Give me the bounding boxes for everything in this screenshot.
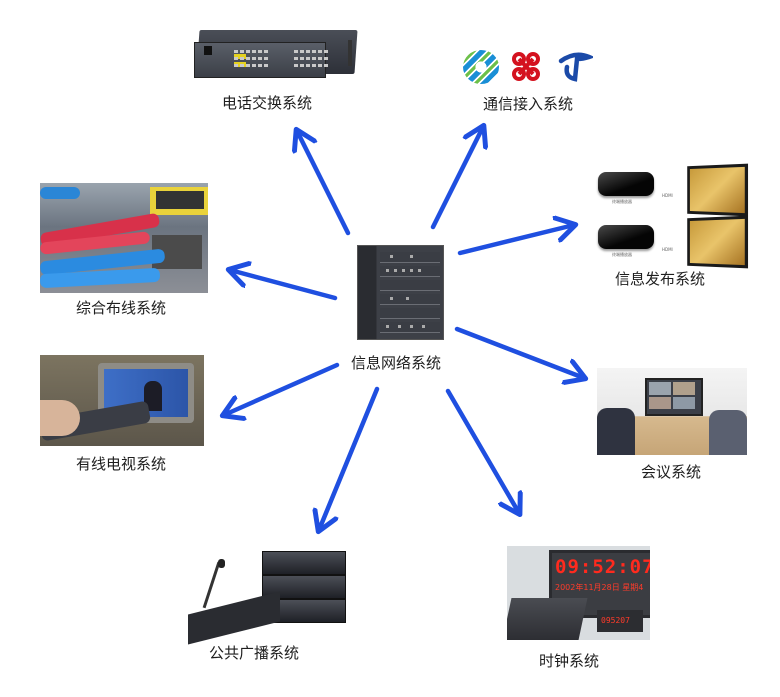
node-label: 通信接入系统 (483, 95, 574, 113)
center-label: 信息网络系统 (351, 354, 442, 372)
conference-image (597, 368, 747, 455)
node-info-publishing: 终端播放器 HDMI 终端播放器 HDMI 信息发布系统 (590, 155, 760, 290)
arrow-to-communication-access (430, 127, 483, 230)
cabling-image (40, 183, 208, 293)
china-mobile-logo (463, 50, 499, 84)
public-address-image (180, 545, 350, 645)
china-telecom-logo (557, 49, 596, 83)
arrow-to-structured-cabling (230, 270, 338, 301)
node-label: 时钟系统 (539, 652, 600, 670)
cable-tv-image (40, 355, 204, 446)
pbx-image (190, 20, 360, 88)
china-unicom-logo (509, 51, 543, 83)
node-label: 公共广播系统 (209, 644, 300, 662)
node-telephone-exchange: 电话交换系统 (190, 20, 360, 115)
media-player-1 (598, 172, 654, 196)
display-screen-1 (687, 163, 749, 217)
media-player-2 (598, 225, 654, 249)
node-label: 电话交换系统 (222, 94, 313, 112)
arrow-to-public-address (319, 386, 380, 530)
node-label: 有线电视系统 (76, 455, 167, 473)
arrow-to-info-publishing (457, 225, 574, 256)
arrow-to-cable-tv (224, 362, 340, 415)
clock-image: 09:52:07 2002年11月28日 星期4 095207 (507, 546, 650, 640)
arrow-to-conference (454, 326, 584, 378)
node-label: 综合布线系统 (76, 299, 167, 317)
display-screen-2 (687, 215, 749, 269)
core-switch-image (357, 245, 444, 340)
arrow-to-telephone-exchange (297, 131, 351, 236)
node-communication-access: 通信接入系统 (455, 45, 605, 120)
node-label: 信息发布系统 (615, 270, 706, 288)
arrow-to-clock-system (445, 388, 519, 513)
node-label: 会议系统 (641, 463, 702, 481)
